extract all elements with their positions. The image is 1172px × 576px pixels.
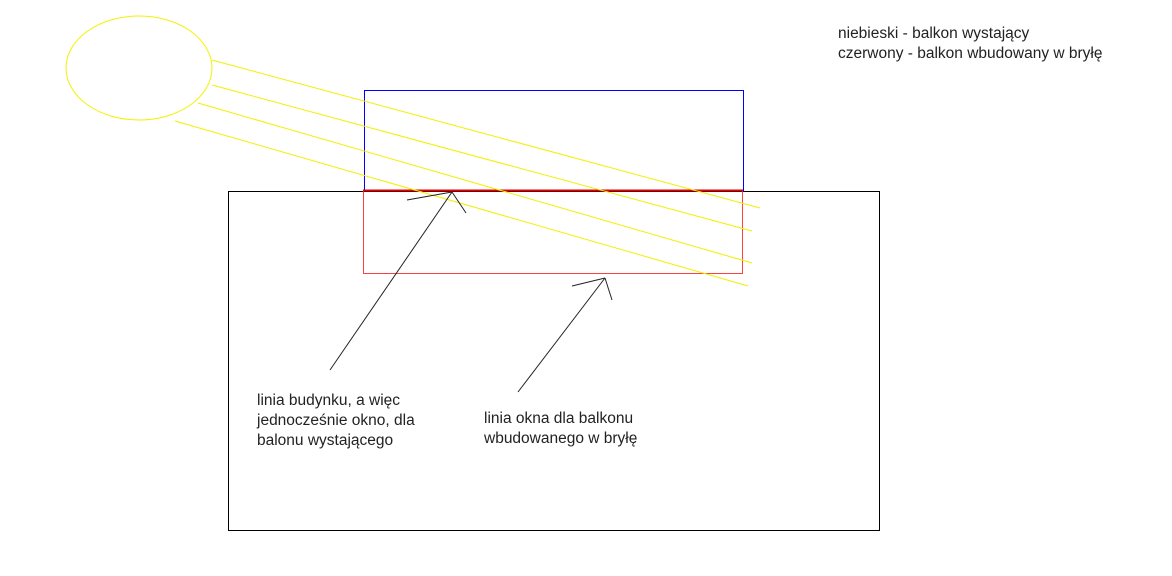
arrow-shaft xyxy=(329,191,453,371)
arrow-building-line xyxy=(329,191,467,371)
arrow-head xyxy=(571,277,606,287)
arrow-head xyxy=(604,277,613,301)
label-line: linia okna dla balkonu xyxy=(484,410,634,427)
sun-ray xyxy=(174,120,749,287)
legend: niebieski - balkon wystający czerwony - … xyxy=(838,24,1102,64)
arrow-head xyxy=(406,191,453,201)
label-building-line: linia budynku, a więc jednocześnie okno,… xyxy=(257,391,415,451)
built-in-balcony-outline xyxy=(363,190,743,274)
label-line: linia budynku, a więc xyxy=(257,392,401,409)
arrow-shaft xyxy=(517,277,606,393)
protruding-balcony-outline xyxy=(364,90,744,191)
sun-rays xyxy=(174,59,761,287)
arrow-head xyxy=(451,191,467,214)
arrow-window-line xyxy=(517,277,613,393)
label-window-line: linia okna dla balkonu wbudowanego w bry… xyxy=(484,409,637,449)
legend-blue: niebieski - balkon wystający xyxy=(838,25,1030,42)
sun-ray xyxy=(197,102,753,264)
label-line: wbudowanego w bryłę xyxy=(484,430,638,447)
sun-ray xyxy=(211,84,753,232)
label-line: balonu wystającego xyxy=(257,432,394,449)
sun-shape xyxy=(65,15,213,121)
legend-red: czerwony - balkon wbudowany w bryłę xyxy=(838,45,1103,62)
sun-ray xyxy=(211,59,761,209)
label-line: jednocześnie okno, dla xyxy=(257,412,415,429)
building-outline xyxy=(228,191,880,531)
